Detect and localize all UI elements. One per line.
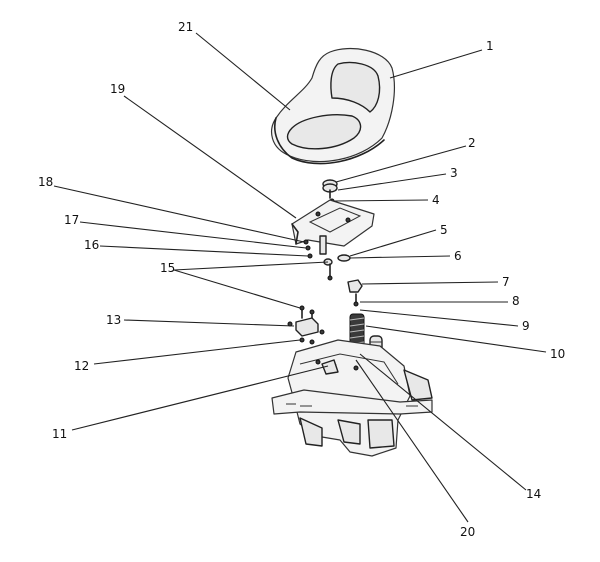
leader-20 <box>355 359 469 523</box>
callout-8: 8 <box>512 294 520 308</box>
callout-11: 11 <box>52 427 67 441</box>
leader-5 <box>349 229 437 257</box>
callout-12: 12 <box>74 359 89 373</box>
leader-12 <box>93 339 301 365</box>
callout-1: 1 <box>486 39 494 53</box>
fender-chassis <box>271 339 433 457</box>
callout-9: 9 <box>522 319 530 333</box>
callout-7: 7 <box>502 275 510 289</box>
callout-19: 19 <box>110 82 125 96</box>
callout-2: 2 <box>468 136 476 150</box>
leader-13 <box>123 319 295 327</box>
callout-10: 10 <box>550 347 565 361</box>
callout-18: 18 <box>38 175 53 189</box>
leader-4 <box>333 199 429 202</box>
leader-9 <box>359 309 519 327</box>
seat-bracket <box>287 305 325 345</box>
seat <box>271 47 395 165</box>
callout-20: 20 <box>460 525 475 539</box>
leader-7 <box>361 281 499 285</box>
leader-17 <box>79 221 307 249</box>
leader-15a <box>173 269 301 309</box>
leader-10 <box>365 325 547 353</box>
callout-4: 4 <box>432 193 440 207</box>
leader-6 <box>349 255 451 259</box>
callout-21: 21 <box>178 20 193 34</box>
callout-3: 3 <box>450 166 458 180</box>
leader-16 <box>99 245 309 257</box>
callout-5: 5 <box>440 223 448 237</box>
leader-2 <box>335 145 467 183</box>
callout-16: 16 <box>84 238 99 252</box>
seat-hardware-lower <box>303 239 351 281</box>
callout-14: 14 <box>526 487 541 501</box>
seat-mounting-plate <box>291 199 375 255</box>
leader-1 <box>389 49 483 79</box>
callout-6: 6 <box>454 249 462 263</box>
seat-hardware-upper <box>322 179 338 204</box>
callout-13: 13 <box>106 313 121 327</box>
leader-21 <box>195 32 291 111</box>
leader-14 <box>359 353 527 491</box>
leader-lines <box>53 32 547 523</box>
leader-15b <box>173 261 329 271</box>
callout-17: 17 <box>64 213 79 227</box>
leader-19 <box>123 95 297 219</box>
callout-15: 15 <box>160 261 175 275</box>
leader-18 <box>53 185 305 243</box>
callout-labels: 1 21 19 2 3 4 18 17 16 5 6 15 7 8 9 10 1… <box>38 20 565 539</box>
leader-11 <box>71 365 329 431</box>
leader-3 <box>337 173 447 191</box>
